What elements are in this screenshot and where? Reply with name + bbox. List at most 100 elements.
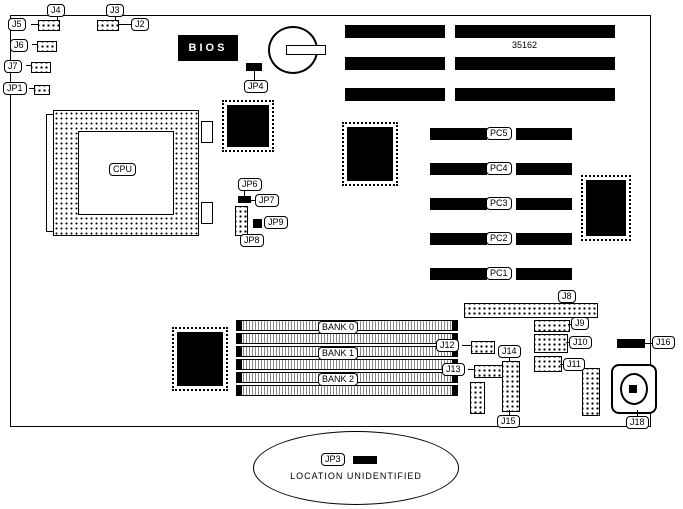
note-ellipse [253, 431, 459, 505]
connector-label-j14: J14 [498, 345, 521, 358]
simm-slot [236, 359, 458, 370]
connector-label-j3: J3 [106, 4, 124, 17]
pin-header [235, 206, 248, 236]
leader-line [462, 345, 471, 346]
leader-line [637, 410, 638, 416]
pin-strip [502, 361, 520, 412]
pin-strip [464, 303, 598, 318]
leader-line [509, 410, 510, 415]
leader-line [560, 364, 563, 365]
simm-slot [236, 333, 458, 344]
socket-key [201, 121, 213, 143]
connector-label-j15: J15 [497, 415, 520, 428]
pci-slot-label-pc2: PC2 [486, 232, 512, 245]
connector-label-j2: J2 [131, 18, 149, 31]
jumper-label-jp1: JP1 [3, 82, 27, 95]
isa-slot [345, 57, 445, 70]
battery [268, 26, 326, 74]
part-number: 35162 [512, 40, 538, 50]
isa-slot [455, 57, 615, 70]
bank-label-1: BANK 1 [318, 347, 359, 360]
cpu-label: CPU [109, 163, 137, 176]
pin-strip [470, 382, 485, 414]
edge-connector [617, 339, 645, 348]
bios-chip: BIOS [178, 35, 238, 61]
leader-line [645, 343, 652, 344]
chip [342, 122, 398, 186]
pci-slot [516, 128, 572, 140]
leader-line [566, 342, 569, 343]
connector-label-j7: J7 [4, 60, 22, 73]
pin-header [31, 62, 51, 73]
connector-label-j13: J13 [442, 363, 465, 376]
isa-slot [345, 25, 445, 38]
leader-line [31, 24, 38, 25]
leader-line [26, 65, 31, 66]
jumper-label-jp8: JP8 [240, 234, 264, 247]
pci-slot [516, 198, 572, 210]
pin-header [471, 341, 495, 354]
leader-line [115, 17, 116, 20]
connector-label-j9: J9 [571, 317, 589, 330]
note-text: LOCATION UNIDENTIFIED [290, 471, 422, 481]
connector-label-j16: J16 [652, 336, 675, 349]
pci-slot [430, 198, 487, 210]
leader-line [57, 17, 58, 20]
pci-slot [516, 268, 572, 280]
pin-header [474, 365, 504, 378]
jumper-label-jp6: JP6 [238, 178, 262, 191]
pci-slot [430, 163, 487, 175]
battery-clip [286, 45, 326, 55]
pci-slot [430, 268, 487, 280]
chip [172, 327, 228, 391]
jumper [253, 219, 262, 228]
simm-slot [236, 385, 458, 396]
pci-slot-label-pc1: PC1 [486, 267, 512, 280]
jumper-label-jp7: JP7 [255, 194, 279, 207]
leader-line [119, 24, 131, 25]
pci-slot [430, 128, 487, 140]
chip [222, 100, 274, 152]
pin-strip [582, 368, 600, 416]
leader-line [251, 200, 255, 201]
connector-label-j10: J10 [569, 336, 592, 349]
connector-label-j5: J5 [8, 18, 26, 31]
bank-label-0: BANK 0 [318, 321, 359, 334]
leader-line [468, 369, 474, 370]
pin-header [38, 20, 60, 31]
connector-label-j8: J8 [558, 290, 576, 303]
pin-header [34, 85, 50, 95]
jumper [238, 196, 251, 203]
pin-header [534, 356, 562, 372]
leader-line [568, 324, 571, 325]
connector-label-j12: J12 [436, 339, 459, 352]
pci-slot-label-pc5: PC5 [486, 127, 512, 140]
pci-slot [516, 233, 572, 245]
connector-label-j4: J4 [47, 4, 65, 17]
pci-slot [430, 233, 487, 245]
jumper-label-jp9: JP9 [264, 216, 288, 229]
leader-line [254, 71, 255, 80]
pci-slot-label-pc3: PC3 [486, 197, 512, 210]
jumper-label-jp4: JP4 [244, 80, 268, 93]
pin-header [534, 334, 568, 353]
leader-line [244, 191, 245, 196]
chip [581, 175, 631, 241]
isa-slot [455, 88, 615, 101]
keyboard-connector [611, 364, 657, 414]
jumper-label-jp3: JP3 [321, 453, 345, 466]
connector-label-j18: J18 [626, 416, 649, 429]
pin-header [97, 20, 119, 31]
leader-line [509, 357, 510, 361]
pin-header [246, 63, 262, 71]
cpu-socket [53, 110, 199, 236]
pin-header [534, 320, 570, 332]
bank-label-2: BANK 2 [318, 373, 359, 386]
pci-slot [516, 163, 572, 175]
leader-line [29, 88, 34, 89]
pci-slot-label-pc4: PC4 [486, 162, 512, 175]
connector-label-j11: J11 [563, 358, 585, 371]
isa-slot [455, 25, 615, 38]
jumper [353, 456, 377, 464]
